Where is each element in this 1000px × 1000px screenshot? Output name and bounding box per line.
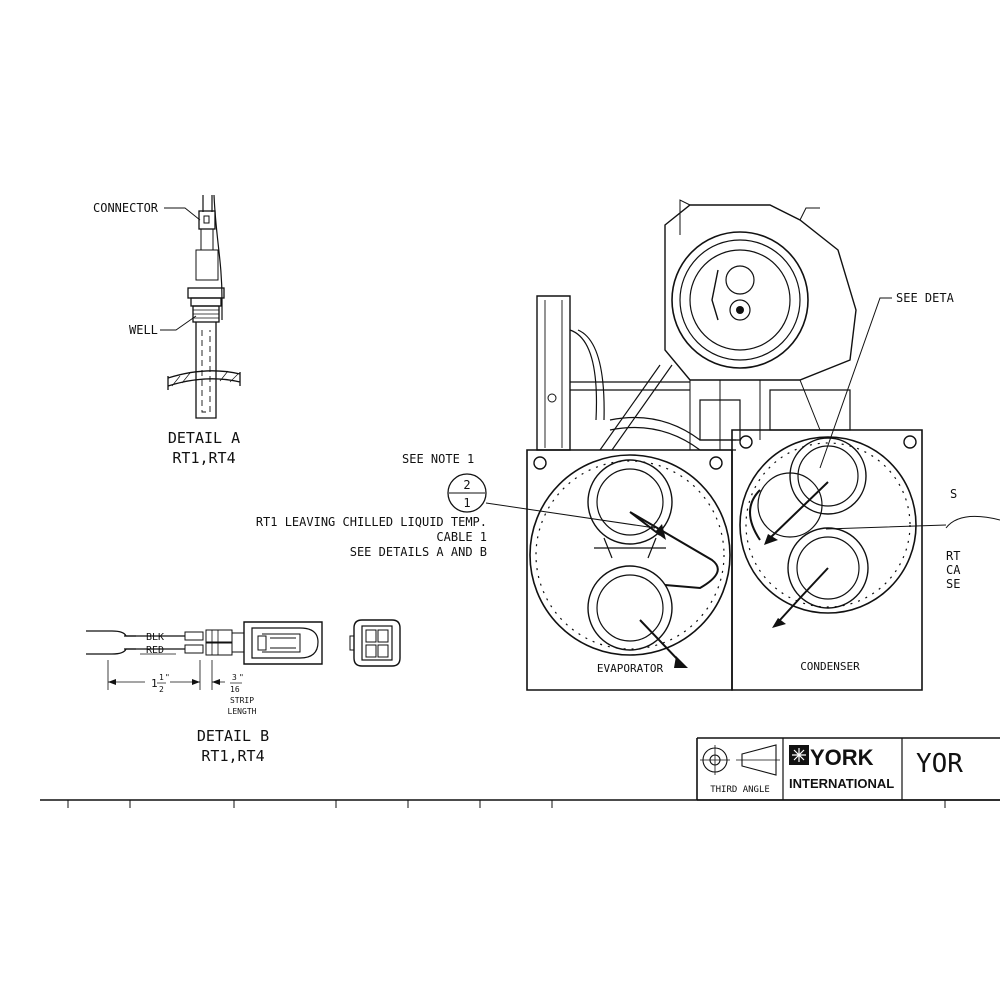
housing-supports	[689, 379, 821, 450]
well-leader	[160, 315, 197, 331]
detail-b-subtitle: RT1,RT4	[201, 747, 264, 765]
detail-a: CONNECTOR WELL DETAIL A RT1,RT4	[93, 194, 241, 467]
diagonal-pipe	[599, 364, 673, 451]
rt1-line3: SEE DETAILS A AND B	[350, 545, 487, 559]
motor-hub-top	[725, 265, 755, 295]
motor-bracket	[711, 269, 719, 321]
thread-lines	[193, 309, 219, 319]
callouts: SEE NOTE 1 2 1 RT1 LEAVING CHILLED LIQUI…	[256, 291, 1000, 591]
connector-pin	[203, 215, 210, 224]
revision-columns	[67, 800, 946, 808]
connector-label: CONNECTOR	[93, 201, 159, 215]
detail-b: BLK RED 1 1 " 2 3 " 16 STRIP LENGTH DETA…	[86, 619, 401, 765]
dim-strip-den: 16	[230, 685, 240, 694]
balloon-bottom: 1	[463, 496, 470, 510]
see-note-label: SEE NOTE 1	[402, 452, 474, 466]
motor-inner	[689, 249, 791, 351]
balloon-top: 2	[463, 478, 470, 492]
wire-blk-label: BLK	[146, 632, 164, 643]
wire-pair	[124, 635, 185, 650]
dim-length-whole: 1	[151, 677, 158, 690]
drawing-title: YOR	[916, 749, 963, 779]
detail-a-title: DETAIL A	[168, 429, 240, 447]
well-cap	[195, 249, 219, 281]
connector-lead	[200, 229, 214, 250]
right-cut-se: SE	[946, 577, 960, 591]
pipe-wall	[167, 370, 241, 390]
right-cut-ca: CA	[946, 563, 961, 577]
control-box	[769, 389, 851, 431]
compressor-housing	[664, 204, 857, 381]
see-detail-leader	[819, 297, 892, 469]
york-logo: YORK INTERNATIONAL	[789, 745, 894, 791]
well-tube	[195, 322, 217, 419]
horizontal-pipe	[570, 381, 690, 391]
motor-outer	[671, 231, 809, 369]
evaporator-shell	[526, 449, 733, 691]
right-cut-rt: RT	[946, 549, 960, 563]
rt1-line2: CABLE 1	[436, 530, 487, 544]
rt1-line1: RT1 LEAVING CHILLED LIQUID TEMP.	[256, 515, 487, 529]
brand-bottom: INTERNATIONAL	[789, 776, 894, 791]
dim-arrows	[108, 679, 220, 685]
connector-leader	[164, 207, 201, 221]
brand-top: YORK	[810, 745, 874, 770]
dim-length-unit: "	[165, 673, 170, 682]
well-hex	[190, 297, 222, 307]
frame-bolt	[547, 393, 557, 403]
strip-label-1: STRIP	[230, 696, 254, 705]
motor-hub-bottom	[729, 299, 751, 321]
lower-pipe	[609, 416, 736, 451]
strip-label-2: LENGTH	[228, 707, 257, 716]
dim-length-num: 1	[159, 673, 164, 682]
terminals	[184, 629, 244, 656]
plug-side-view	[243, 621, 323, 665]
evaporator-label: EVAPORATOR	[597, 662, 664, 675]
motor-shaft	[736, 306, 744, 314]
projection-label: THIRD ANGLE	[710, 785, 770, 795]
chiller-assembly: EVAPORATOR CONDENSER	[526, 199, 923, 691]
cable-loop-line	[213, 194, 223, 320]
wire-red-label: RED	[146, 645, 164, 656]
title-block: THIRD ANGLE YORK INTERNATIONAL YOR	[40, 737, 1000, 808]
connector-body	[198, 210, 216, 230]
dim-strip-num: 3	[232, 673, 237, 682]
note-balloon	[447, 473, 487, 513]
frame-post-inner	[544, 300, 563, 448]
dim-length-den: 2	[159, 685, 164, 694]
detail-b-title: DETAIL B	[197, 727, 269, 745]
condenser-label: CONDENSER	[800, 660, 860, 673]
housing-flange	[679, 199, 820, 235]
third-angle-icon	[700, 744, 780, 776]
detail-a-subtitle: RT1,RT4	[172, 449, 235, 467]
dim-extension-lines	[107, 660, 213, 690]
pipe-hatch	[171, 370, 239, 387]
motor-ring	[679, 239, 801, 361]
rt1-leader	[485, 502, 656, 529]
cable-jacket	[86, 630, 136, 655]
frame-post	[536, 295, 571, 451]
right-cut-s: S	[950, 487, 957, 501]
cable-line	[202, 195, 213, 212]
title-block-dividers	[782, 738, 903, 800]
see-detail-right: SEE DETA	[896, 291, 955, 305]
left-pipe	[569, 329, 605, 421]
well-label: WELL	[129, 323, 158, 337]
dim-strip-unit: "	[239, 673, 244, 682]
right-balloon-leader	[825, 515, 1000, 530]
plug-end-view	[349, 619, 401, 667]
well-nut	[187, 287, 225, 299]
condenser-shell	[731, 429, 923, 691]
